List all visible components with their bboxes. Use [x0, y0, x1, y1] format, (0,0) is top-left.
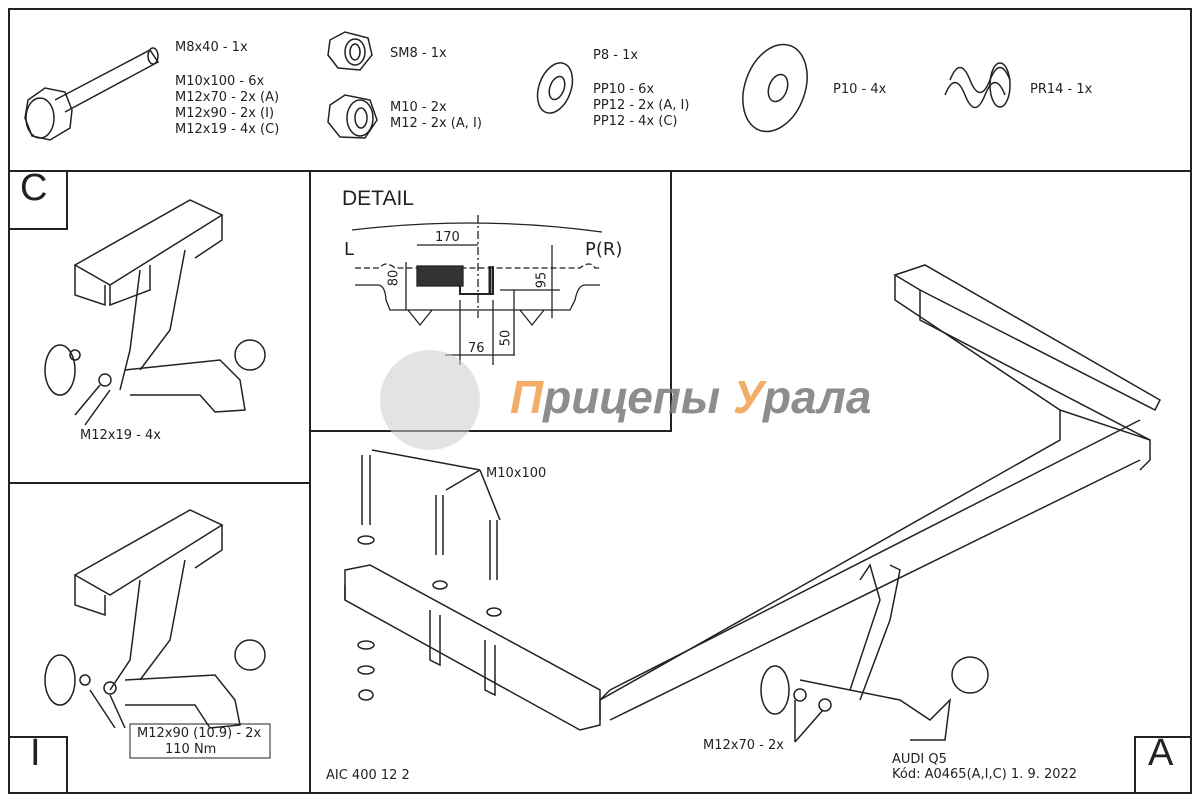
watermark-logo: [380, 350, 480, 450]
kod-date: Kód: A0465(A,I,C) 1. 9. 2022: [892, 767, 1078, 782]
detail-panel: [309, 170, 672, 432]
part-label: M12x90 - 2x (I): [175, 106, 275, 121]
lock-nut-icon: [327, 31, 373, 71]
dim-80: 80: [386, 269, 402, 287]
towbar-i-drawing: [44, 509, 271, 759]
part-label: PP10 - 6x: [593, 82, 655, 97]
panel-letter-i: I: [30, 732, 41, 774]
part-label: PR14 - 1x: [1030, 82, 1093, 97]
dim-170: 170: [435, 230, 460, 245]
part-label: M8x40 - 1x: [175, 40, 248, 55]
dim-50: 50: [498, 329, 514, 347]
bolt-label-i: M12x90 (10.9) - 2x: [137, 726, 262, 741]
letter-box-a: [1134, 736, 1192, 794]
bolt-label-c: M12x19 - 4x: [80, 428, 161, 443]
watermark-letter: П: [510, 371, 544, 423]
letter-box-c: [8, 170, 68, 230]
part-label: M12x70 - 2x (A): [175, 90, 280, 105]
part-label: P8 - 1x: [593, 48, 639, 63]
part-label: M12 - 2x (A, I): [390, 116, 482, 131]
panel-letter-a: A: [1148, 732, 1174, 774]
washer-large-icon: [742, 43, 808, 133]
part-label: M10x100 - 6x: [175, 74, 265, 89]
vehicle-name: AUDI Q5: [892, 752, 947, 767]
nut-icon: [327, 94, 378, 139]
part-label: P10 - 4x: [833, 82, 887, 97]
panel-i: [8, 482, 311, 794]
detail-right-label: P(R): [585, 239, 623, 260]
part-label: PP12 - 4x (C): [593, 114, 678, 129]
part-label: M10 - 2x: [390, 100, 447, 115]
watermark-part: рицепы: [543, 371, 734, 423]
dim-76: 76: [468, 341, 485, 356]
part-label: SM8 - 1x: [390, 46, 447, 61]
towbar-a-drawing: [344, 264, 1161, 743]
torque-label-i: 110 Nm: [165, 742, 217, 757]
detail-drawing: [351, 215, 603, 365]
towbar-c-drawing: [44, 199, 266, 426]
dim-95: 95: [534, 271, 550, 289]
part-label: PP12 - 2x (A, I): [593, 98, 690, 113]
ball-bolt-label-a: M12x70 - 2x: [703, 738, 784, 753]
watermark-text: Прицепы Урала: [510, 370, 871, 424]
detail-left-label: L: [344, 239, 355, 260]
part-label: M12x19 - 4x (C): [175, 122, 280, 137]
product-code: AIC 400 12 2: [326, 768, 410, 783]
washer-small-icon: [536, 62, 574, 114]
bolt-label-a: M10x100: [486, 466, 547, 481]
letter-box-i: [8, 736, 68, 794]
spring-washer-icon: [944, 62, 1011, 109]
bolt-icon: [24, 47, 160, 141]
detail-title: DETAIL: [342, 187, 414, 210]
watermark-part: рала: [763, 371, 872, 423]
watermark-letter: У: [733, 371, 764, 423]
panel-letter-c: C: [20, 167, 48, 209]
